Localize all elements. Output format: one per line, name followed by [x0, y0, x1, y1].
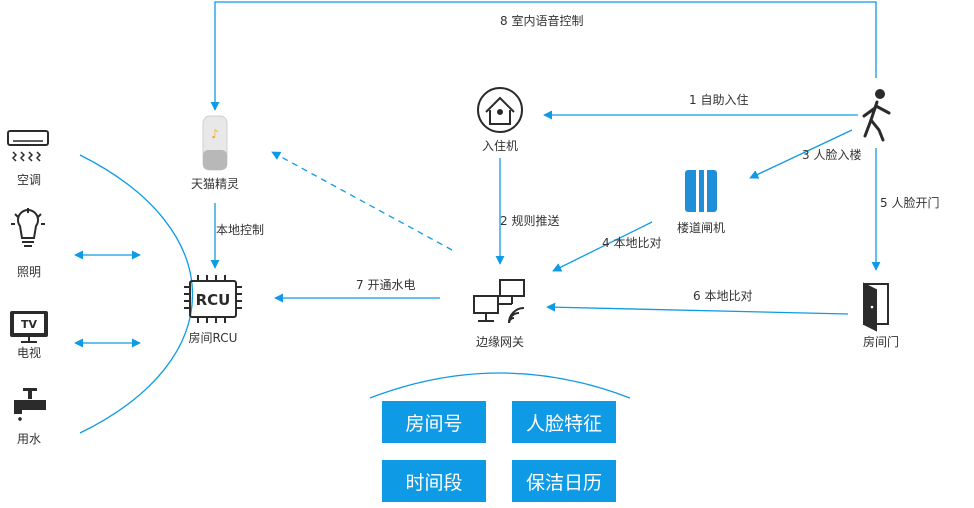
- local-control-label: 本地控制: [216, 223, 265, 237]
- edge-1-label: 1 自助入住: [689, 93, 749, 107]
- svg-text:♪: ♪: [211, 127, 219, 141]
- cleaning-calendar-box: 保洁日历: [512, 460, 616, 502]
- light-bulb-icon: [11, 208, 45, 247]
- edge-4-label: 4 本地比对: [602, 236, 662, 250]
- edge-8-line: [210, 1, 877, 111]
- edge-8-label: 8 室内语音控制: [500, 14, 584, 28]
- edge-2-label: 2 规则推送: [500, 214, 560, 228]
- lighting-label: 照明: [16, 265, 42, 279]
- edge-7-label: 7 开通水电: [356, 278, 416, 292]
- tv-label: 电视: [16, 346, 42, 360]
- time-period-box: 时间段: [382, 460, 486, 502]
- edge-6-line: [546, 302, 849, 315]
- corridor-gate-label: 楼道闸机: [676, 221, 726, 235]
- tv-icon: TV: [10, 311, 48, 343]
- ac-label: 空调: [16, 173, 42, 187]
- room-number-box: 房间号: [382, 401, 486, 443]
- water-tap-icon: [14, 388, 46, 421]
- edge-5-label: 5 人脸开门: [880, 196, 940, 210]
- edge-3-label: 3 人脸入楼: [802, 148, 862, 162]
- room-door-label: 房间门: [862, 335, 900, 349]
- water-label: 用水: [16, 432, 42, 446]
- checkin-machine-label: 入住机: [481, 139, 519, 153]
- tmall-genie-label: 天猫精灵: [190, 177, 240, 191]
- door-icon: [863, 282, 889, 332]
- edge-gateway-label: 边缘网关: [475, 335, 525, 349]
- gateway-to-genie-dashed-line: [271, 151, 453, 251]
- rcu-chip-text: RCU: [196, 291, 231, 309]
- room-rcu-label: 房间RCU: [188, 331, 238, 345]
- turnstile-gate-icon: [685, 170, 717, 212]
- device-boundary-arc: [79, 154, 194, 434]
- walking-person-icon: [862, 89, 891, 142]
- checkin-house-icon: [477, 87, 523, 133]
- rcu-chip-icon: RCU: [184, 275, 242, 323]
- edge-6-label: 6 本地比对: [693, 289, 753, 303]
- smart-speaker-icon: ♪: [202, 115, 228, 171]
- air-conditioner-icon: [7, 130, 49, 162]
- data-boundary-arc: [369, 372, 631, 399]
- edge-3-line: [749, 129, 853, 179]
- tv-screen-text: TV: [21, 318, 38, 331]
- edge-4-line: [552, 221, 653, 272]
- edge-gateway-icon: [473, 279, 525, 324]
- face-feature-box: 人脸特征: [512, 401, 616, 443]
